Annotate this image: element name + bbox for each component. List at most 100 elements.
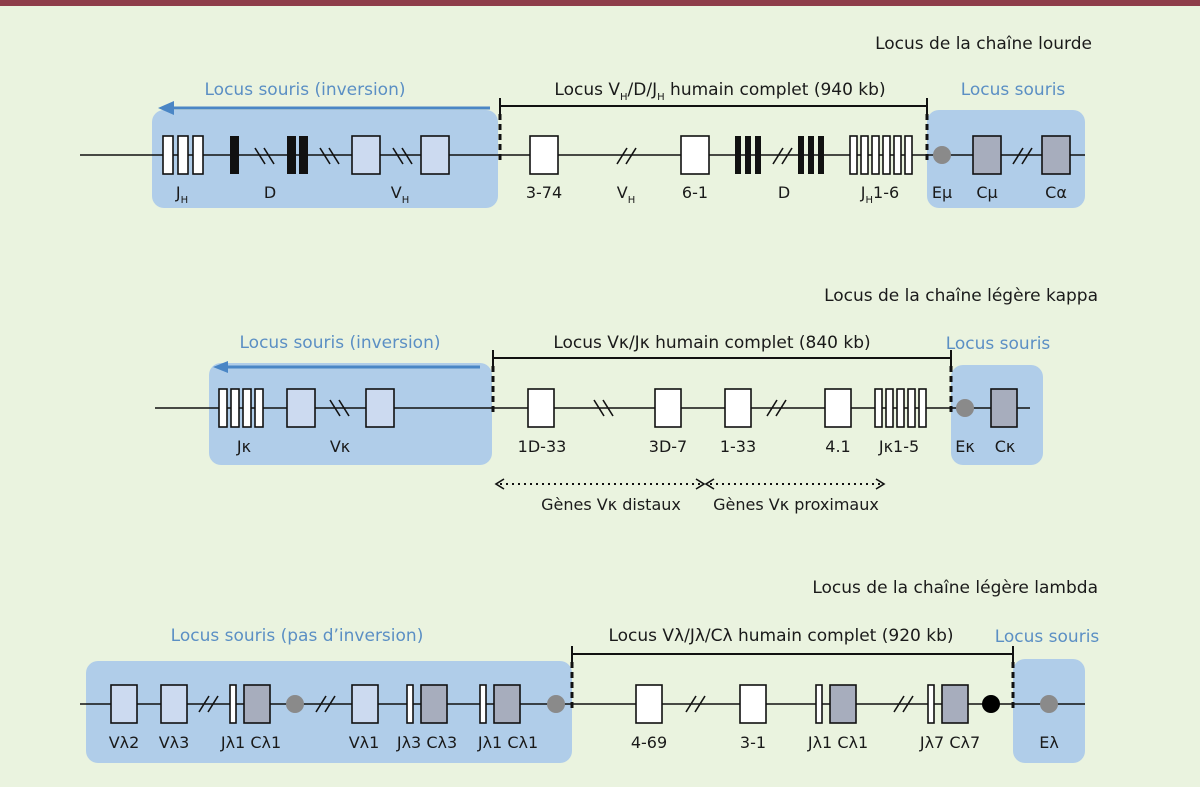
heavy-v374-segment — [529, 135, 559, 175]
lambda-v469-segment — [635, 684, 663, 724]
heavy-lbl-emu: Eμ — [932, 183, 952, 202]
break-mark — [772, 147, 793, 165]
lambda-title: Locus de la chaîne légère lambda — [812, 578, 1098, 598]
lambda-jl1b-segment — [479, 684, 487, 724]
heavy-chain-locus: Locus de la chaîne lourde Locus souris (… — [80, 34, 1092, 208]
lambda-lbl-jc3: Jλ3 Cλ3 — [396, 733, 457, 752]
break-mark — [766, 399, 787, 417]
kappa-lbl-v133: 1-33 — [720, 437, 756, 456]
lambda-mouse-label: Locus souris — [995, 627, 1100, 647]
lambda-v31-segment — [739, 684, 767, 724]
lambda-lbl-jc1a: Jλ1 Cλ1 — [220, 733, 281, 752]
kappa-human-jk-segments — [874, 388, 927, 428]
heavy-human-bracket — [499, 98, 928, 114]
lambda-lbl-jc7: Jλ7 Cλ7 — [919, 733, 980, 752]
heavy-mouse-region-left — [152, 110, 498, 208]
kappa-ek-enhancer-dot — [956, 399, 974, 417]
kappa-v133-segment — [724, 388, 752, 428]
lambda-jl1c-segment — [815, 684, 823, 724]
lambda-enhancer-dot-2 — [547, 695, 565, 713]
kappa-v3d7-segment — [654, 388, 682, 428]
break-mark — [315, 695, 336, 713]
heavy-lbl-calpha: Cα — [1045, 183, 1067, 202]
heavy-human-jh-segments — [849, 135, 913, 175]
break-mark — [254, 147, 413, 165]
lambda-human-label: Locus Vλ/Jλ/Cλ humain complet (920 kb) — [608, 626, 953, 646]
heavy-mouse-region-right — [927, 110, 1085, 208]
heavy-cmu-segment — [972, 135, 1002, 175]
kappa-proximal-label: Gènes Vκ proximaux — [713, 495, 879, 514]
kappa-v1d33-segment — [527, 388, 555, 428]
lambda-enhancer-dot-1 — [286, 695, 304, 713]
heavy-lbl-v374: 3-74 — [526, 183, 562, 202]
kappa-v41-segment — [824, 388, 852, 428]
heavy-lbl-vh: VH — [391, 183, 409, 206]
lambda-black-dot — [982, 695, 1000, 713]
lambda-vl3-segment — [160, 684, 188, 724]
heavy-mouse-jh-segments — [162, 135, 204, 175]
heavy-human-d-segments — [735, 136, 824, 174]
lambda-vl1-segment — [351, 684, 379, 724]
heavy-lbl-d2: D — [778, 183, 790, 202]
heavy-mouse-label: Locus souris — [961, 80, 1066, 100]
lambda-cl1a-segment — [243, 684, 271, 724]
lambda-lbl-v469: 4-69 — [631, 733, 667, 752]
kappa-mouse-jk-segments — [218, 388, 264, 428]
kappa-lbl-jk: Jκ — [236, 437, 252, 456]
heavy-lbl-cmu: Cμ — [976, 183, 997, 202]
kappa-lbl-v3d7: 3D-7 — [649, 437, 687, 456]
lambda-chain-locus: Locus de la chaîne légère lambda Locus s… — [80, 578, 1099, 763]
break-mark — [593, 399, 614, 417]
lambda-cl1c-segment — [829, 684, 857, 724]
heavy-human-label: Locus VH/D/JH humain complet (940 kb) — [554, 80, 885, 103]
kappa-chain-locus: Locus de la chaîne légère kappa Locus so… — [155, 286, 1098, 514]
kappa-mouse-vk-segment-2 — [365, 388, 395, 428]
lambda-mouse-noinv-label: Locus souris (pas d’inversion) — [171, 626, 424, 646]
heavy-v61-segment — [680, 135, 710, 175]
lambda-human-bracket — [571, 646, 1014, 662]
kappa-mouse-label: Locus souris — [946, 334, 1051, 354]
heavy-mouse-d-segments — [230, 136, 308, 174]
break-mark — [329, 399, 350, 417]
heavy-emu-enhancer-dot — [933, 146, 951, 164]
heavy-lbl-v61: 6-1 — [682, 183, 708, 202]
kappa-lbl-v1d33: 1D-33 — [518, 437, 567, 456]
kappa-title: Locus de la chaîne légère kappa — [824, 286, 1098, 306]
lambda-lbl-el: Eλ — [1039, 733, 1059, 752]
heavy-calpha-segment — [1041, 135, 1071, 175]
lambda-jl7-segment — [927, 684, 935, 724]
kappa-lbl-ck: Cκ — [995, 437, 1016, 456]
lambda-cl7-segment — [941, 684, 969, 724]
kappa-distal-proximal-arrows — [494, 478, 886, 490]
heavy-arrow — [158, 101, 490, 115]
kappa-ck-segment — [990, 388, 1018, 428]
lambda-lbl-jc1b: Jλ1 Cλ1 — [477, 733, 538, 752]
kappa-lbl-v41: 4.1 — [825, 437, 850, 456]
break-mark — [893, 695, 914, 713]
lambda-jl1a-segment — [229, 684, 237, 724]
lambda-el-enhancer-dot — [1040, 695, 1058, 713]
heavy-title: Locus de la chaîne lourde — [875, 34, 1092, 54]
heavy-lbl-d: D — [264, 183, 276, 202]
kappa-mouse-inv-label: Locus souris (inversion) — [240, 333, 441, 353]
heavy-mouse-inv-label: Locus souris (inversion) — [205, 80, 406, 100]
kappa-distal-label: Gènes Vκ distaux — [541, 495, 681, 514]
top-band — [0, 0, 1200, 6]
lambda-vl2-segment — [110, 684, 138, 724]
break-mark — [1012, 147, 1033, 165]
kappa-human-label: Locus Vκ/Jκ humain complet (840 kb) — [553, 333, 870, 353]
lambda-lbl-v31: 3-1 — [740, 733, 766, 752]
lambda-lbl-vl1: Vλ1 — [349, 733, 380, 752]
lambda-lbl-vl2: Vλ2 — [109, 733, 140, 752]
lambda-lbl-vl3: Vλ3 — [159, 733, 190, 752]
lambda-cl3-segment — [420, 684, 448, 724]
kappa-mouse-vk-segment — [286, 388, 316, 428]
kappa-human-bracket — [492, 350, 952, 366]
lambda-cl1b-segment — [493, 684, 521, 724]
lambda-lbl-jc1c: Jλ1 Cλ1 — [807, 733, 868, 752]
heavy-lbl-jh16: JH1-6 — [860, 183, 899, 206]
lambda-jl3-segment — [406, 684, 414, 724]
kappa-lbl-jk15: Jκ1-5 — [878, 437, 919, 456]
heavy-lbl-jh: JH — [175, 183, 188, 206]
kappa-arrow — [213, 361, 480, 373]
